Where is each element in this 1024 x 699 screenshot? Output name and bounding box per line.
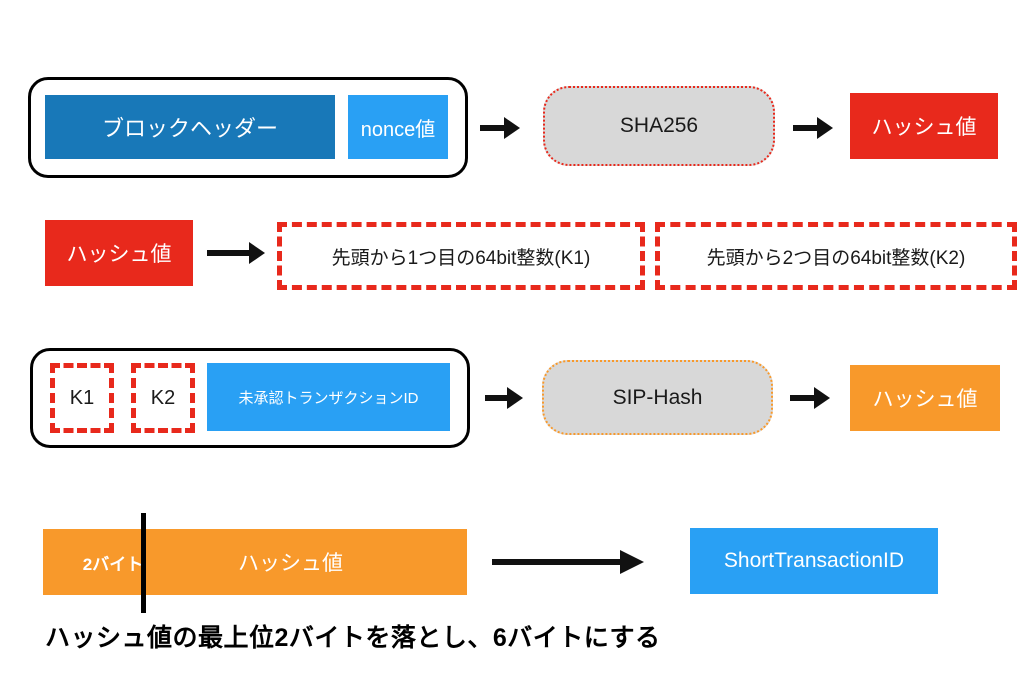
siphash-process-box: SIP-Hash <box>542 360 773 435</box>
k1-label: K1 <box>69 386 95 409</box>
block-header-label: ブロックヘッダー <box>101 116 278 141</box>
hash-value-label: ハッシュ値 <box>871 116 977 139</box>
truncated-hash-bar: 2バイト ハッシュ値 <box>43 529 467 595</box>
two-bytes-label: 2バイト <box>82 554 144 574</box>
arrow-right-icon <box>207 242 265 264</box>
short-transaction-id-label: ShortTransactionID <box>723 549 905 572</box>
k2-label: K2 <box>150 386 176 409</box>
arrow-right-icon <box>793 117 833 139</box>
k1-integer-label: 先頭から1つ目の64bit整数(K1) <box>331 247 591 269</box>
sha256-label: SHA256 <box>619 114 699 137</box>
k2-integer-box: 先頭から2つ目の64bit整数(K2) <box>655 222 1017 290</box>
byte-cut-divider-line <box>141 513 146 613</box>
k2-box: K2 <box>131 363 195 433</box>
hash-value-label: ハッシュ値 <box>238 552 343 575</box>
siphash-label: SIP-Hash <box>612 385 703 409</box>
nonce-label: nonce値 <box>360 118 436 141</box>
hash-value-box-row3: ハッシュ値 <box>850 365 1000 431</box>
hash-value-box-row1: ハッシュ値 <box>850 93 998 159</box>
k1-integer-box: 先頭から1つ目の64bit整数(K1) <box>277 222 645 290</box>
caption-text: ハッシュ値の最上位2バイトを落とし、6バイトにする <box>45 624 661 652</box>
block-header-box: ブロックヘッダー <box>45 95 335 159</box>
k2-integer-label: 先頭から2つ目の64bit整数(K2) <box>706 247 966 269</box>
sha256-process-box: SHA256 <box>543 86 775 166</box>
arrow-right-icon <box>790 387 830 409</box>
hash-value-label: ハッシュ値 <box>872 388 978 411</box>
unconfirmed-txid-box: 未承認トランザクションID <box>207 363 450 431</box>
hash-value-label: ハッシュ値 <box>66 243 172 266</box>
short-transaction-id-box: ShortTransactionID <box>690 528 938 594</box>
k1-box: K1 <box>50 363 114 433</box>
arrow-right-icon <box>480 117 520 139</box>
nonce-box: nonce値 <box>348 95 448 159</box>
arrow-right-icon <box>485 387 523 409</box>
arrow-right-icon <box>492 550 644 574</box>
hash-value-box-row2: ハッシュ値 <box>45 220 193 286</box>
unconfirmed-txid-label: 未承認トランザクションID <box>238 389 419 407</box>
